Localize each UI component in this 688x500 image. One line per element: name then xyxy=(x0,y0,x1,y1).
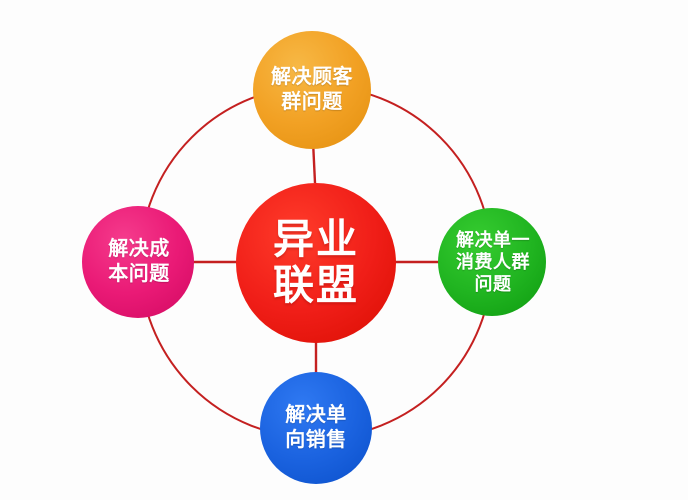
node-circle-top[interactable] xyxy=(253,31,371,149)
node-circle-center[interactable] xyxy=(236,183,396,343)
node-circle-bottom[interactable] xyxy=(260,372,372,484)
node-circle-left[interactable] xyxy=(82,206,194,318)
node-circle-right[interactable] xyxy=(438,208,546,316)
